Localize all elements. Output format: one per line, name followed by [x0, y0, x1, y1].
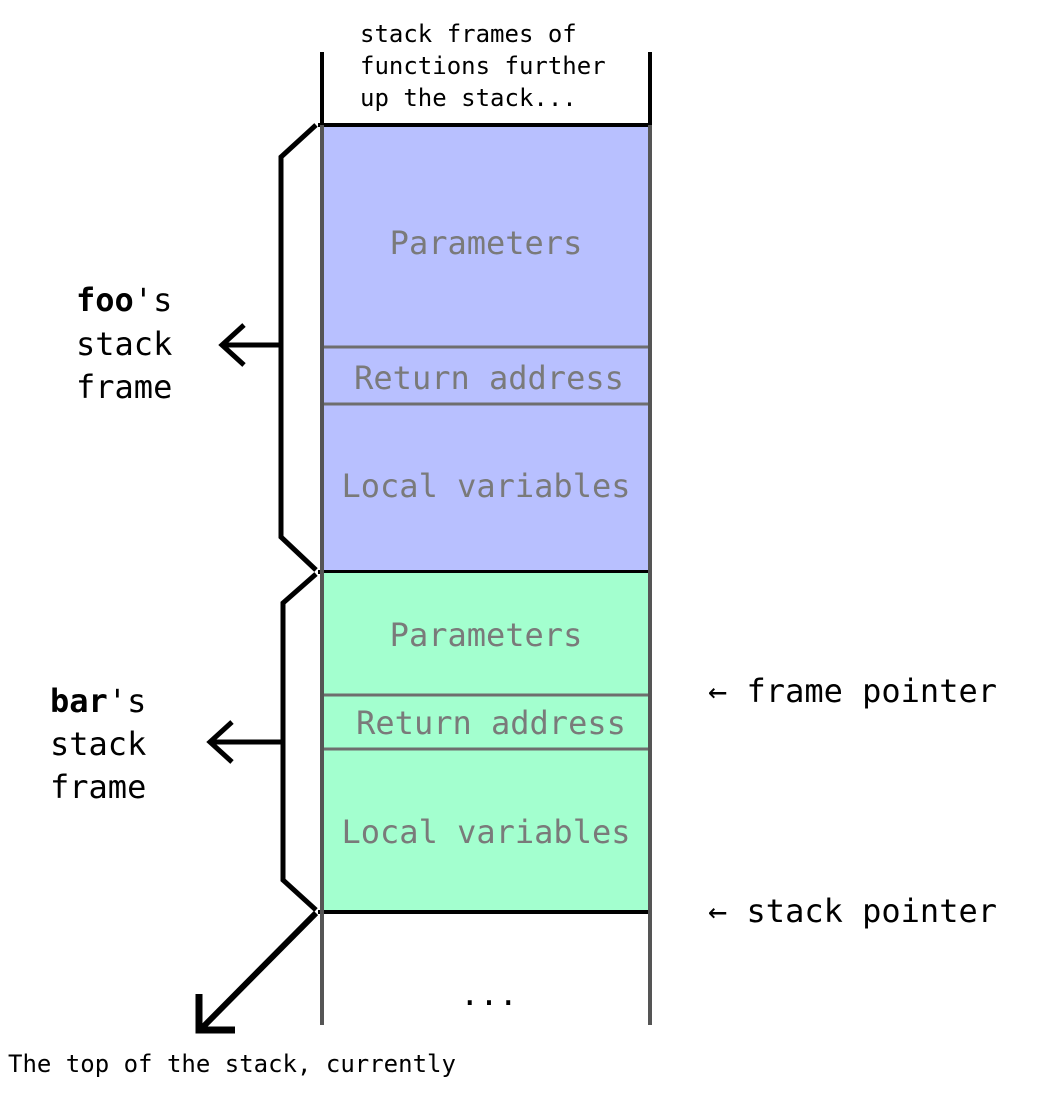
foo-local-variables-cell: Local variables — [342, 467, 631, 505]
foo-frame-label-line-3: frame — [76, 368, 172, 406]
bar-frame-label-line-2: stack — [50, 725, 146, 763]
foo-frame-label-line-1: foo's — [76, 281, 172, 319]
foo-function-name: foo — [76, 281, 134, 319]
foo-bracket-arrow-head — [218, 323, 246, 367]
stack-pointer-label: ← stack pointer — [708, 892, 997, 930]
top-note-line-1: stack frames of — [360, 20, 577, 48]
top-note-line-2: functions further — [360, 52, 606, 80]
frame-pointer-label: ← frame pointer — [708, 672, 997, 710]
bottom-note: The top of the stack, currently — [8, 1050, 456, 1078]
top-of-stack-arrow-head — [195, 994, 235, 1034]
bar-function-name: bar — [50, 682, 108, 720]
ellipsis-marker: ... — [460, 975, 518, 1013]
foo-parameters-cell: Parameters — [390, 224, 583, 262]
bar-bracket-arrow-head — [206, 720, 234, 764]
foo-frame-label-line-2: stack — [76, 325, 172, 363]
foo-bracket — [278, 123, 318, 572]
bar-return-address-cell: Return address — [356, 704, 626, 742]
bar-possessive: 's — [108, 682, 147, 720]
bar-frame-label-line-3: frame — [50, 768, 146, 806]
foo-possessive: 's — [134, 281, 173, 319]
top-note-line-3: up the stack... — [360, 84, 577, 112]
bar-frame-label-line-1: bar's — [50, 682, 146, 720]
bar-local-variables-cell: Local variables — [342, 813, 631, 851]
bar-bracket — [280, 572, 318, 912]
bar-frame-box — [322, 573, 650, 912]
top-of-stack-arrow-shaft — [199, 910, 319, 1031]
foo-return-address-cell: Return address — [354, 359, 624, 397]
bar-parameters-cell: Parameters — [390, 616, 583, 654]
